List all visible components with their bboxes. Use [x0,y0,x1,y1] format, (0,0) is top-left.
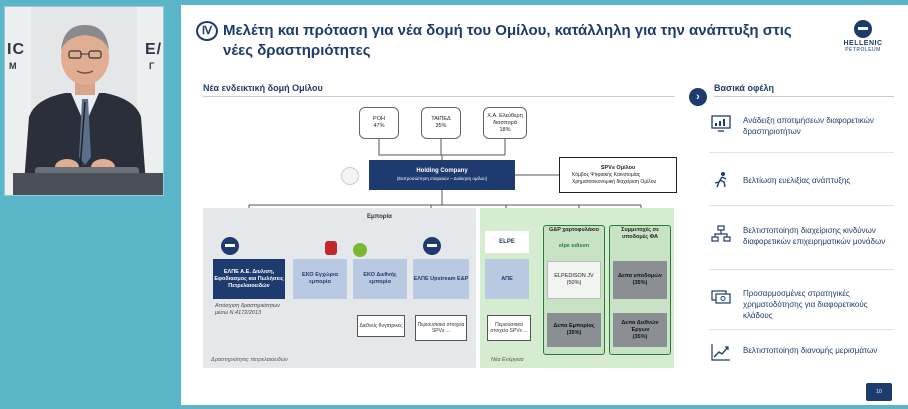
backdrop-text: M [9,61,18,71]
upstream-assets: Περιουσιακά στοιχεία SPVs ... [415,315,467,341]
spv-item: Χρηματοοικονομική διαχείριση Ομίλου [572,178,657,185]
green-zone-caption: Νέα Ενέργεια [491,357,524,363]
holding-company: Holding Company (Εκπροσώπηση εταιρειών –… [369,160,515,190]
jv-label: ELPEDISON JV [554,273,594,279]
speaker-video: IC M E/ Γ [4,6,164,196]
ape-assets: Περιουσιακά στοιχεία SPVs ... [487,315,531,341]
gp-title: G&P χαρτοφυλάκιο [548,227,600,233]
shareholder-free-float: Χ.Α. Ελεύθερη διασπορά 18% [483,107,527,139]
holding-subtitle: (Εκπροσώπηση εταιρειών – Διοίκηση ομίλου… [396,176,488,181]
divider [709,269,894,270]
elpe-renewables-logo: ELPE [485,231,529,253]
money-icon [711,290,731,304]
holding-title: Holding Company [416,168,468,174]
backdrop-text: E/ [145,41,163,58]
logo-name: HELLENIC [843,40,883,47]
infra-title: Συμμετοχές σε υποδομές ΦΑ [621,227,659,240]
shareholder-pct: 18% [499,126,511,133]
company-elpe-ae: ΕΛΠΕ Α.Ε. Διυλιση, Εφοδιασμος και Πωλήσε… [213,259,285,299]
org-chart-icon [711,225,731,242]
spv-box: SPVs Ομίλου Κόμβος Ψηφιακής Καινοτομίας … [559,157,677,193]
podium-top [35,167,139,175]
benefits-heading: Βασικά οφέλη [714,83,774,93]
divider [709,152,894,153]
section-number: Ⅳ [196,21,218,41]
jv-pct: (50%) [566,280,582,286]
divider [709,205,894,206]
elpedison-jv: ELPEDISON JV (50%) [547,261,601,299]
depa-label: Δεπα Εμπορίας [553,323,595,329]
benefit-text: Βελτίωση ευελιξίας ανάπτυξης [743,176,851,185]
monitor-chart-icon [711,115,731,132]
commerce-label: Εμπορία [367,214,392,220]
shareholder-pct: 47% [373,123,385,129]
depa-infra: Δεπα υποδομών (35%) [613,261,667,299]
podium [13,173,163,195]
company-eko-local: ΕΚΟ Εγχώρια εμπορία [293,259,347,299]
gp-brand: elpe edison [558,243,590,249]
depa-intl-projects: Δεπα Διεθνών Έργων (35%) [613,313,667,347]
growth-chart-icon [711,344,730,361]
shareholder-name: ΤΑΙΠΕΔ [431,116,451,122]
spv-title: SPVs Ομίλου [600,164,636,171]
backdrop-text: IC [7,41,25,58]
benefit-text: Βελτιστοποίηση διανομής μερισμάτων [743,346,878,355]
company-elpe-upstream: ΕΛΠΕ Upstream E&P [413,259,469,299]
hellenic-petroleum-logo: HELLENIC PETROLEUM [833,20,893,60]
shareholder-name: ΡΟΗ [373,116,385,122]
page-number: 10 [866,383,892,401]
chevron-right-icon: › [689,88,707,106]
company-ape: ΑΠΕ [485,259,529,299]
holding-icon [341,167,359,185]
shareholder-roi: ΡΟΗ 47% [359,107,399,139]
spinoff-note: Απόσχιση δραστηριότητων μέσω Ν.4172/2013 [215,303,281,316]
logo-mark-icon [854,20,872,38]
benefit-text: Ανάδειξη αποτιμήσεων διαφορετικών δραστη… [743,116,874,136]
infra-pct: (35%) [632,333,648,340]
infra-pct: (35%) [632,280,648,286]
depa-pct: (35%) [566,330,582,336]
elpe-logo-icon [423,237,441,255]
logo-sub: PETROLEUM [845,47,881,53]
elpe-logo-icon [221,237,239,255]
benefit-text: Προσαρμοσμένες στρατηγικές χρηματοδότηση… [743,289,868,320]
presentation-slide: Ⅳ Μελέτη και πρόταση για νέα δομή του Ομ… [181,5,908,405]
infra-label: Δεπα υποδομών [618,273,662,279]
spv-item: Κόμβος Ψηφιακής Καινοτομίας [572,171,641,178]
structure-heading: Νέα ενδεικτική δομή Ομίλου [203,83,323,93]
benefit-text: Βελτιστοποίηση διαχείρισης κινδύνων διαφ… [743,226,886,246]
divider [203,96,675,97]
company-eko-intl: ΕΚΟ Διεθνής εμπορία [353,259,407,299]
depa-commerce: Δεπα Εμπορίας (35%) [547,313,601,347]
shareholder-name: Χ.Α. Ελεύθερη διασπορά [487,112,523,126]
divider [709,329,894,330]
bp-logo-icon [353,243,367,257]
shareholder-taiped: ΤΑΙΠΕΔ 35% [421,107,461,139]
runner-icon [714,172,727,188]
oil-zone-caption: Δραστηριότητες πετρελαιοειδών [211,357,288,363]
slide-title: Μελέτη και πρόταση για νέα δομή του Ομίλ… [223,22,792,59]
shareholder-pct: 35% [435,123,447,129]
divider [714,96,894,97]
backdrop-text: Γ [149,61,156,71]
eko-logo-icon [325,241,337,255]
infra-label: Δεπα Διεθνών Έργων [621,319,659,333]
intl-subsidiaries: Διεθνείς θυγατρικές [357,315,405,337]
